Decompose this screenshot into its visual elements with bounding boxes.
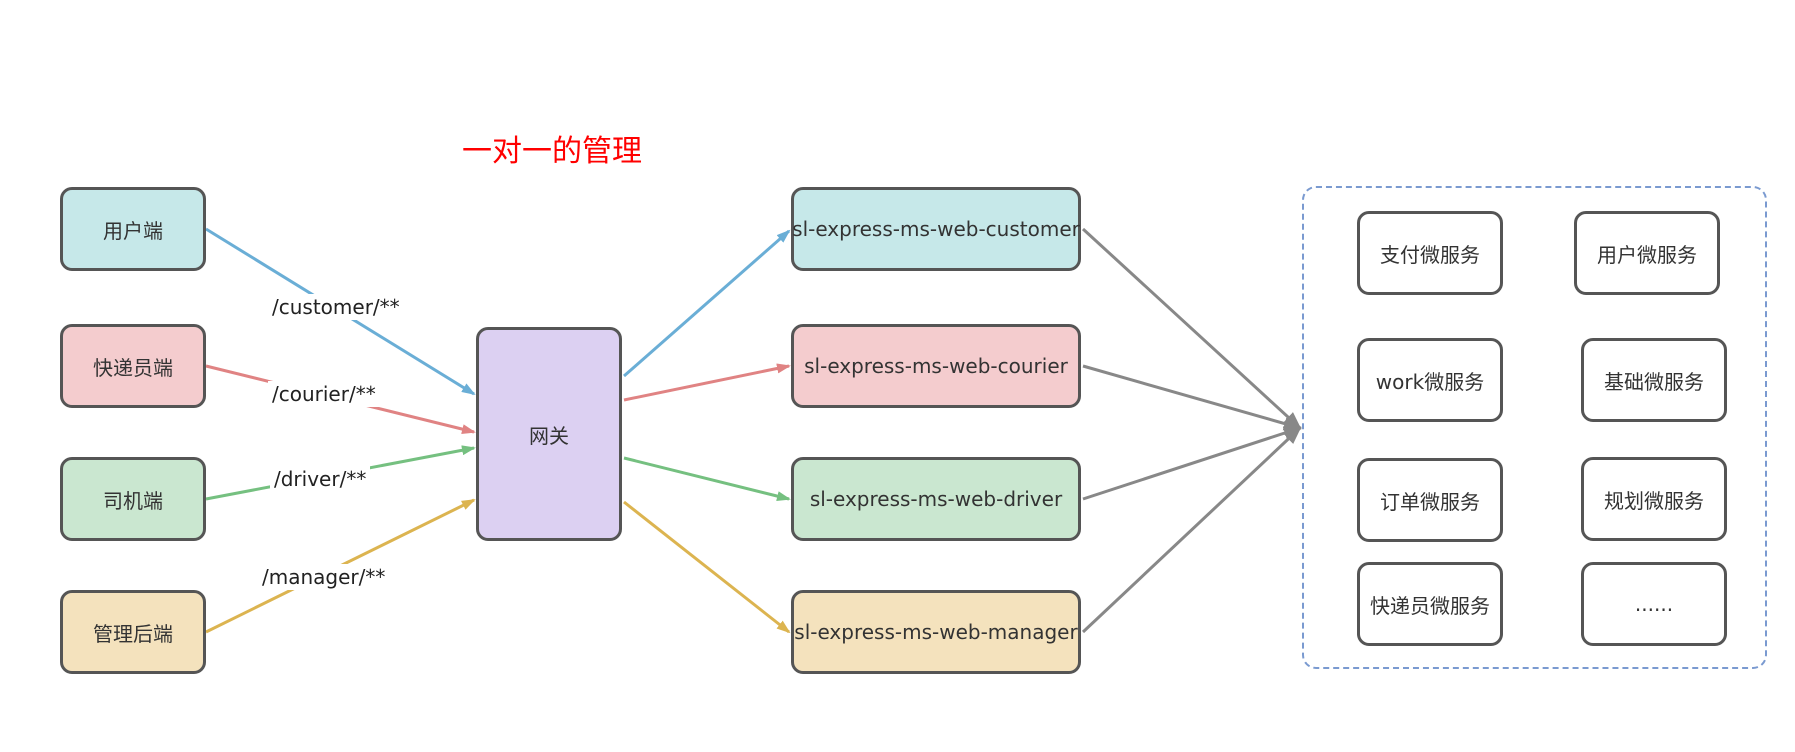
app-box-customer: sl-express-ms-web-customer bbox=[791, 187, 1081, 271]
app-box-driver: sl-express-ms-web-driver bbox=[791, 457, 1081, 541]
arrow-gateway-to-courier-app bbox=[623, 363, 791, 402]
service-box-work: work微服务 bbox=[1357, 338, 1503, 422]
client-box-courier: 快递员端 bbox=[60, 324, 206, 408]
client-box-manager: 管理后端 bbox=[60, 590, 206, 674]
route-label-driver: /driver/** bbox=[270, 466, 371, 492]
app-box-manager: sl-express-ms-web-manager bbox=[791, 590, 1081, 674]
app-box-courier: sl-express-ms-web-courier bbox=[791, 324, 1081, 408]
arrow-courier-app-to-services bbox=[1082, 364, 1302, 431]
service-box-more: ...... bbox=[1581, 562, 1727, 646]
service-box-user: 用户微服务 bbox=[1574, 211, 1720, 295]
service-box-base: 基础微服务 bbox=[1581, 338, 1727, 422]
client-box-customer: 用户端 bbox=[60, 187, 206, 271]
arrow-driver-app-to-services bbox=[1082, 426, 1302, 501]
microservices-group bbox=[1302, 186, 1767, 669]
route-label-courier: /courier/** bbox=[268, 381, 380, 407]
route-label-manager: /manager/** bbox=[258, 564, 390, 590]
arrow-manager-app-to-services bbox=[1081, 426, 1302, 634]
service-box-order: 订单微服务 bbox=[1357, 458, 1503, 542]
route-label-customer: /customer/** bbox=[268, 294, 404, 320]
arrow-gateway-to-customer-app bbox=[623, 229, 791, 378]
gateway-box: 网关 bbox=[476, 327, 622, 541]
service-box-planning: 规划微服务 bbox=[1581, 457, 1727, 541]
diagram-title: 一对一的管理 bbox=[462, 134, 642, 169]
arrow-gateway-to-manager-app bbox=[623, 500, 791, 634]
service-box-courier: 快递员微服务 bbox=[1357, 562, 1503, 646]
service-box-payment: 支付微服务 bbox=[1357, 211, 1503, 295]
arrow-gateway-to-driver-app bbox=[623, 456, 791, 501]
arrow-customer-app-to-services bbox=[1081, 227, 1302, 430]
client-box-driver: 司机端 bbox=[60, 457, 206, 541]
